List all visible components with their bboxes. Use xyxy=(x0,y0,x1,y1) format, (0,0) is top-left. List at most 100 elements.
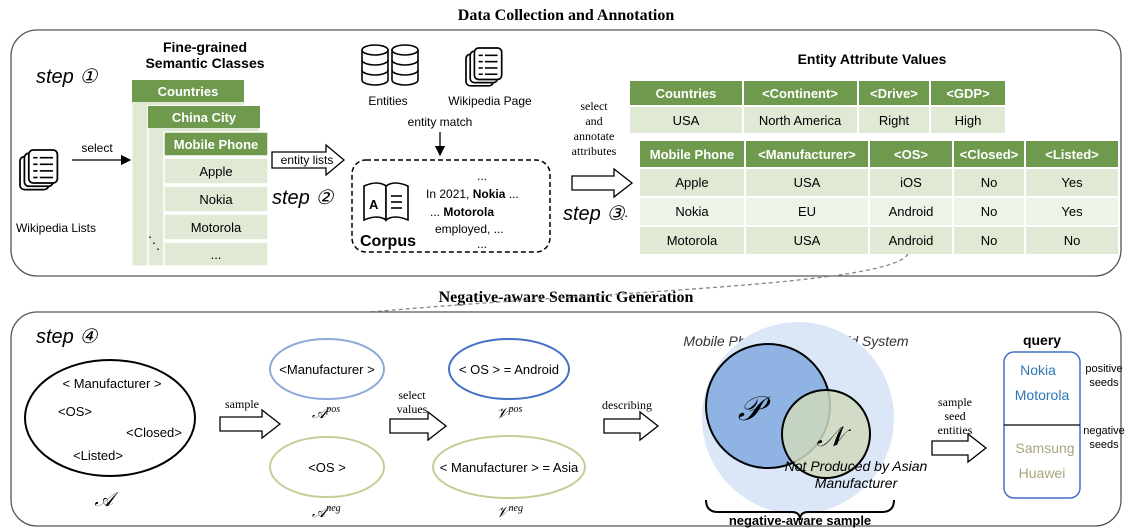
negative-aware-sample-label: negative-aware sample xyxy=(729,513,871,528)
select-annotate-1: select xyxy=(580,99,608,113)
positive-value-text: < OS > = Android xyxy=(459,362,559,377)
step-1-label: step ① xyxy=(36,66,98,88)
semantic-class-stack: Countries China City Mobile Phone Apple … xyxy=(131,79,269,267)
phone-header-4: <Listed> xyxy=(1045,147,1099,162)
corpus-dots-bottom: ... xyxy=(477,237,487,251)
phone-header-0: Mobile Phone xyxy=(650,147,735,162)
phone-cell-2-2: Android xyxy=(889,233,934,248)
sample-seed-2: seed xyxy=(944,409,965,423)
phone-cell-2-4: No xyxy=(1064,233,1081,248)
entities-icon xyxy=(361,44,419,86)
phone-cell-1-1: EU xyxy=(798,204,816,219)
attr-closed: <Closed> xyxy=(126,425,182,440)
phone-cell-1-0: Nokia xyxy=(675,204,709,219)
describing-arrow xyxy=(603,410,660,442)
corpus-book-icon: A xyxy=(363,182,409,222)
stack-item-more: ... xyxy=(211,247,222,262)
countries-header-1: <Continent> xyxy=(762,86,838,101)
select-annotate-3: annotate xyxy=(574,129,615,143)
select-label: select xyxy=(81,141,113,155)
sample-seed-3: entities xyxy=(938,423,973,437)
negative-value-ellipse xyxy=(432,435,586,499)
negative-attribute-text: <OS > xyxy=(308,460,346,475)
corpus-line-3: employed, ... xyxy=(435,222,504,236)
corpus-label: Corpus xyxy=(360,233,416,250)
phone-cell-0-3: No xyxy=(981,175,998,190)
phone-header-2: <OS> xyxy=(894,147,928,162)
stack-china-header: China City xyxy=(172,110,237,125)
stack-item-nokia: Nokia xyxy=(199,192,233,207)
step-4-label: step ④ xyxy=(36,326,98,348)
stack-ellipsis-2: . xyxy=(152,231,156,247)
positive-attribute-ellipse xyxy=(269,338,385,400)
phone-cell-0-4: Yes xyxy=(1061,175,1083,190)
step-3-label: step ③ xyxy=(563,203,625,225)
positive-attribute-text: <Manufacturer > xyxy=(279,362,374,377)
select-values-1: select xyxy=(398,388,426,402)
stack-mobile-header: Mobile Phone xyxy=(174,137,259,152)
countries-cell-3: High xyxy=(955,113,982,128)
svg-text:A: A xyxy=(369,197,379,212)
entity-lists-label: entity lists xyxy=(281,153,334,167)
wikipedia-lists-label: Wikipedia Lists xyxy=(16,221,96,235)
positive-seed-motorola: Motorola xyxy=(1015,387,1070,403)
step-2-label: step ② xyxy=(272,187,334,209)
negative-description-1: Not Produced by Asian xyxy=(785,458,928,474)
mobile-phone-table: Mobile Phone <Manufacturer> <OS> <Closed… xyxy=(640,141,1118,254)
sample-brace xyxy=(705,499,895,521)
top-title: Data Collection and Annotation xyxy=(458,7,675,24)
step-3-ellipsis: .· xyxy=(620,207,629,223)
stack-ellipsis-3: . xyxy=(156,237,160,253)
phone-cell-1-4: Yes xyxy=(1061,204,1083,219)
countries-header-2: <Drive> xyxy=(870,86,918,101)
sample-seed-arrow xyxy=(931,432,988,464)
stack-countries-header: Countries xyxy=(158,84,219,99)
positive-seeds-label-2: seeds xyxy=(1089,377,1119,389)
positive-seeds-label-1: positive xyxy=(1085,363,1122,375)
attr-manufacturer: < Manufacturer > xyxy=(63,376,162,391)
attribute-set-symbol: 𝒜 xyxy=(95,489,120,511)
negative-description-2: Manufacturer xyxy=(815,475,899,491)
countries-table: Countries <Continent> <Drive> <GDP> USA … xyxy=(630,81,1005,133)
negative-value-text: < Manufacturer > = Asia xyxy=(440,460,579,475)
countries-cell-1: North America xyxy=(759,113,842,128)
positive-seed-nokia: Nokia xyxy=(1020,362,1056,378)
positive-value-ellipse xyxy=(448,338,570,400)
select-annotate-4: attributes xyxy=(572,144,617,158)
wikipedia-lists-icon xyxy=(19,149,59,191)
phone-cell-2-0: Motorola xyxy=(667,233,718,248)
describing-label: describing xyxy=(602,398,652,412)
attribute-set-ellipse xyxy=(24,359,196,477)
wikipedia-page-icon xyxy=(465,47,503,87)
phone-cell-2-3: No xyxy=(981,233,998,248)
sample-arrow xyxy=(219,408,282,440)
sample-seed-1: sample xyxy=(938,395,972,409)
entities-label: Entities xyxy=(368,94,407,108)
attr-os: <OS> xyxy=(58,404,92,419)
query-title: query xyxy=(1023,332,1061,348)
corpus-line-2: ... Motorola xyxy=(430,205,494,219)
wikipedia-page-label: Wikipedia Page xyxy=(448,94,532,108)
negative-seed-huawei: Huawei xyxy=(1019,465,1066,481)
attr-listed: <Listed> xyxy=(73,448,123,463)
entity-match-label: entity match xyxy=(408,115,473,129)
select-values-arrow xyxy=(389,410,448,442)
stack-item-apple: Apple xyxy=(199,164,232,179)
countries-cell-0: USA xyxy=(673,113,700,128)
stack-item-motorola: Motorola xyxy=(191,220,242,235)
negative-attribute-ellipse xyxy=(269,436,385,498)
phone-header-1: <Manufacturer> xyxy=(758,147,856,162)
corpus-dots-top: ... xyxy=(477,169,487,183)
phone-cell-1-2: Android xyxy=(889,204,934,219)
venn-negative-circle xyxy=(781,389,871,479)
select-values-2: values xyxy=(397,402,428,416)
fine-grained-label-1: Fine-grained xyxy=(163,39,247,55)
phone-cell-0-2: iOS xyxy=(900,175,922,190)
negative-seed-samsung: Samsung xyxy=(1015,440,1074,456)
negative-seeds-label-1: negative xyxy=(1083,425,1125,437)
negative-seeds-label-2: seeds xyxy=(1089,439,1119,451)
countries-cell-2: Right xyxy=(879,113,910,128)
phone-cell-1-3: No xyxy=(981,204,998,219)
sample-label: sample xyxy=(225,397,259,411)
